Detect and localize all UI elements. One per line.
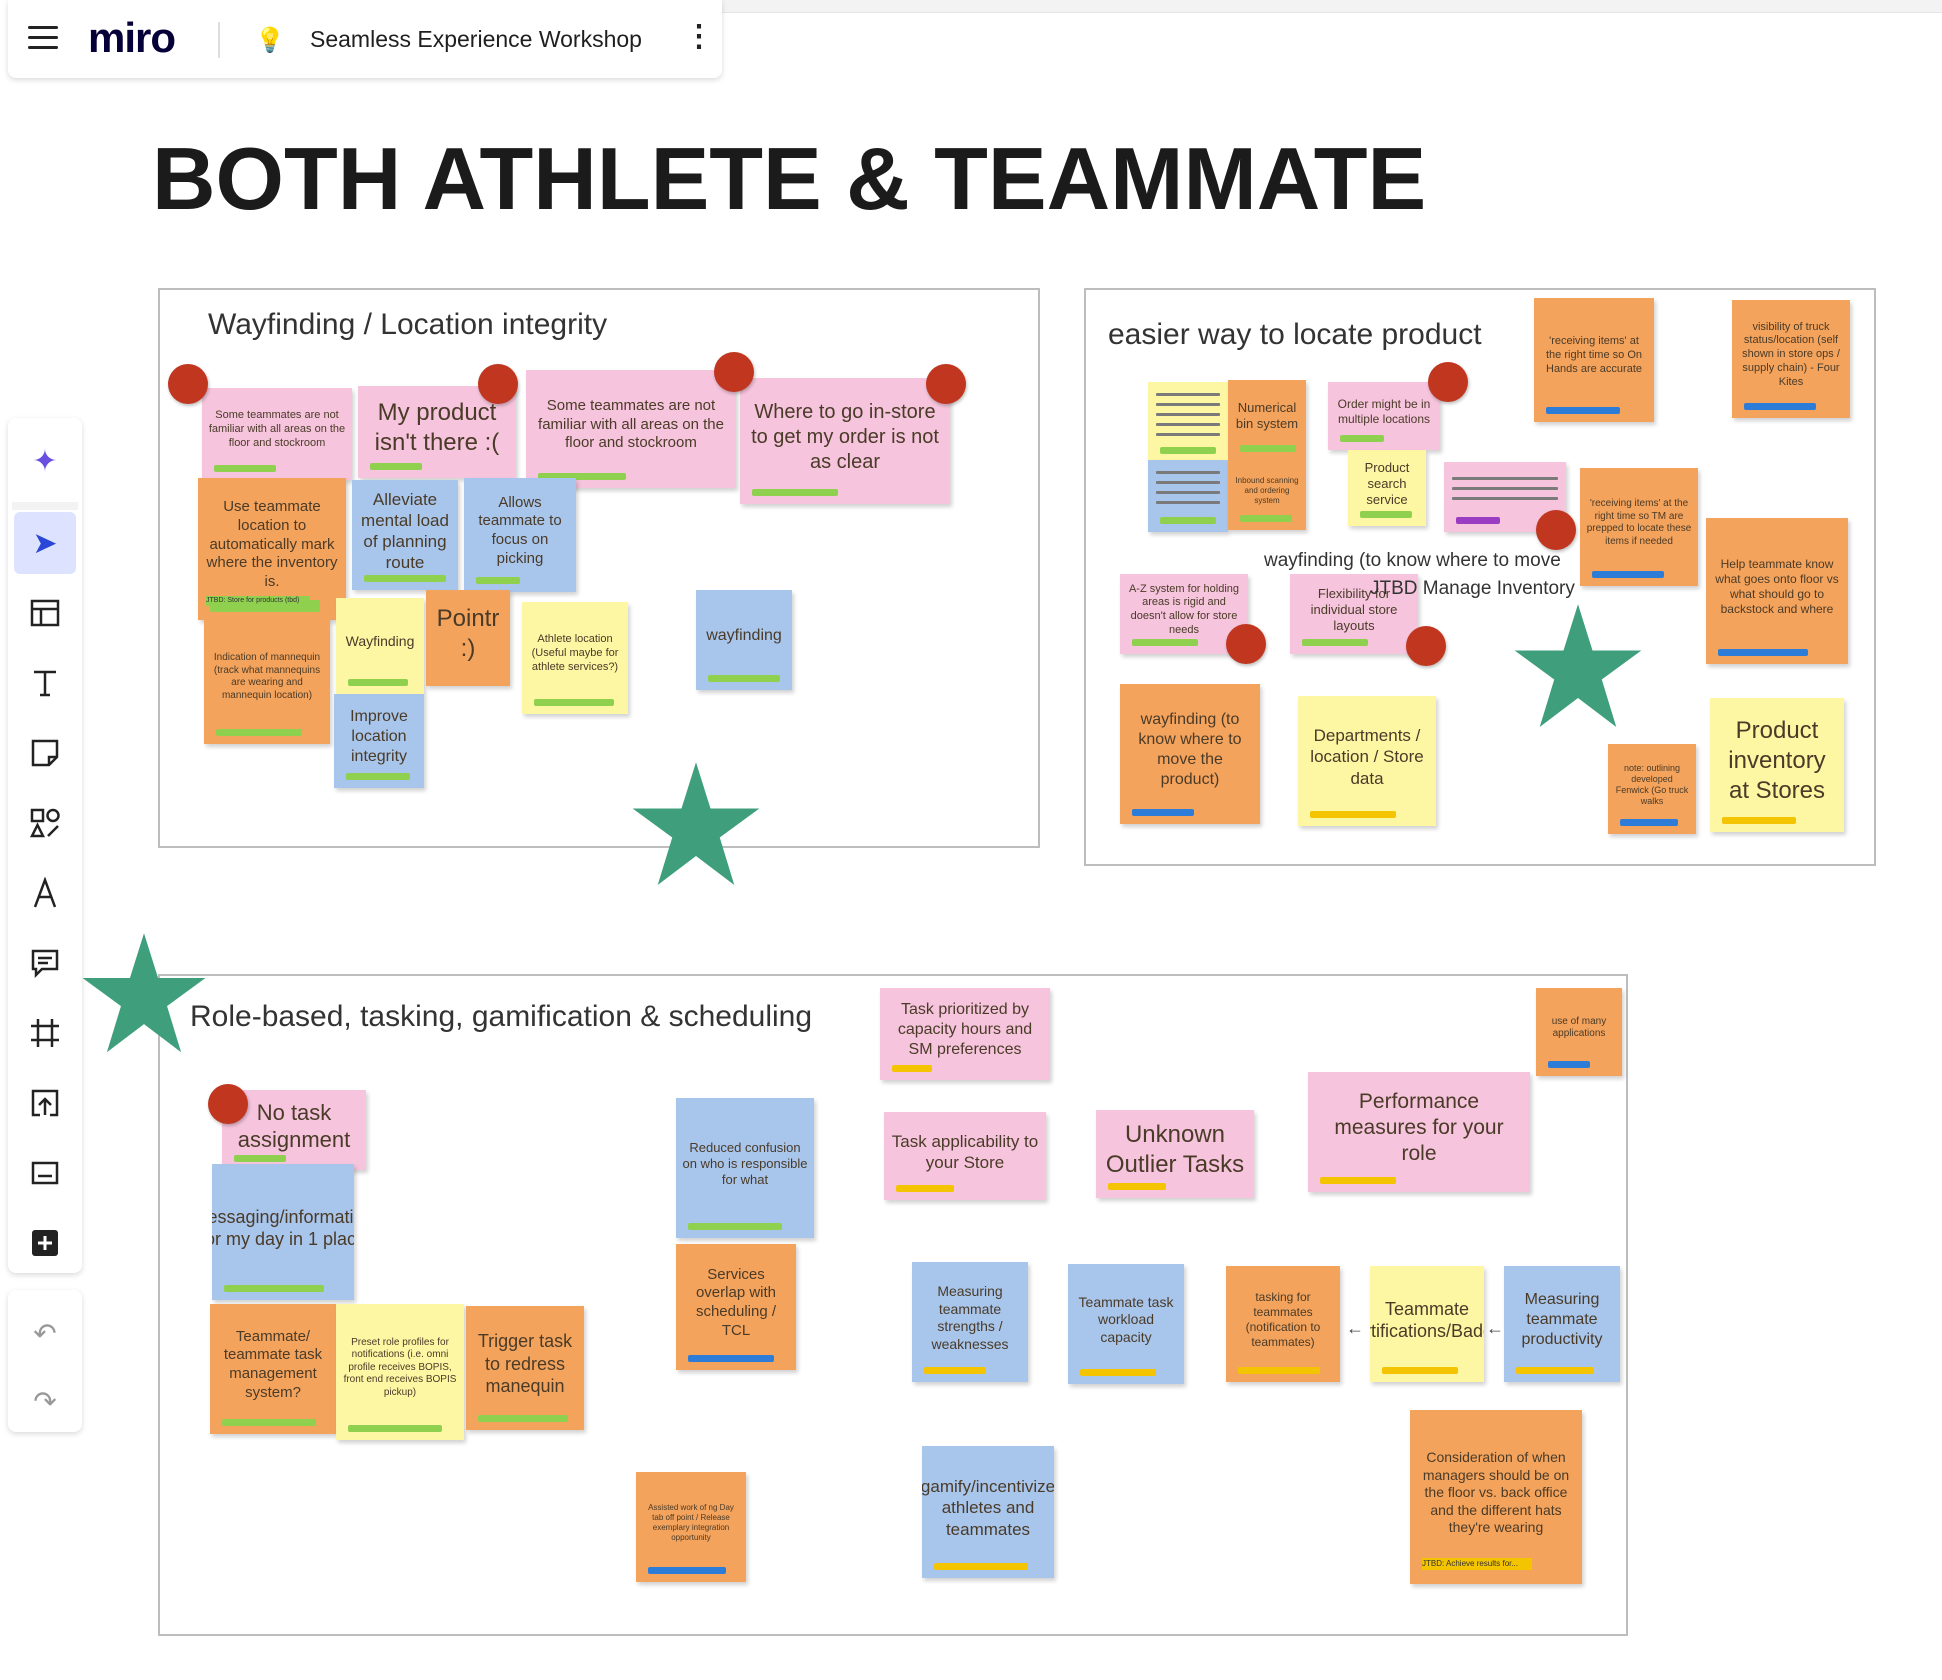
frame-title-wayfinding: Wayfinding / Location integrity bbox=[208, 308, 608, 341]
frame-title-role-based: Role-based, tasking, gamification & sche… bbox=[190, 1000, 813, 1033]
sticky-note-icon[interactable] bbox=[14, 722, 76, 784]
redo-icon[interactable]: ↷ bbox=[33, 1385, 57, 1417]
sticky-note[interactable]: use of many applications bbox=[1536, 988, 1622, 1076]
sticky-note[interactable]: Unknown Outlier Tasks bbox=[1096, 1110, 1254, 1198]
menu-icon[interactable] bbox=[28, 26, 58, 50]
sticky-note[interactable]: gamify/incentivize athletes and teammate… bbox=[922, 1446, 1054, 1578]
vote-dot[interactable] bbox=[1428, 362, 1468, 402]
miro-logo: miro bbox=[88, 14, 176, 61]
ai-sparkle-icon[interactable]: ✦ bbox=[32, 444, 58, 478]
annotation-label: JTBD Manage Inventory bbox=[1370, 578, 1575, 599]
sticky-note[interactable]: Departments / location / Store data bbox=[1298, 696, 1436, 826]
sticky-note[interactable]: Inbound scanning and ordering system bbox=[1228, 460, 1306, 530]
sticky-note[interactable]: Alleviate mental load of planning route bbox=[352, 480, 458, 590]
add-icon[interactable] bbox=[14, 1212, 76, 1274]
vote-dot[interactable] bbox=[1536, 510, 1576, 550]
vote-dot[interactable] bbox=[714, 352, 754, 392]
sticky-note[interactable]: Trigger task to redress manequin bbox=[466, 1306, 584, 1430]
comment-icon[interactable] bbox=[14, 932, 76, 994]
jtbd-tag: JTBD: Store for products (tbd) bbox=[206, 596, 310, 606]
sticky-note[interactable]: Messaging/information for my day in 1 pl… bbox=[212, 1164, 354, 1300]
star-icon[interactable] bbox=[80, 932, 208, 1056]
sticky-note[interactable]: 'receiving items' at the right time so O… bbox=[1534, 298, 1654, 422]
pen-icon[interactable] bbox=[14, 862, 76, 924]
frame-icon[interactable] bbox=[14, 1002, 76, 1064]
sticky-note[interactable]: Order might be in multiple locations bbox=[1328, 382, 1440, 450]
sticky-note[interactable]: tasking for teammates (notification to t… bbox=[1226, 1266, 1340, 1382]
sticky-note[interactable]: Task prioritized by capacity hours and S… bbox=[880, 988, 1050, 1080]
sticky-note[interactable]: Athlete location (Useful maybe for athle… bbox=[522, 602, 628, 714]
history-toolbar: ↶ ↷ bbox=[8, 1290, 82, 1432]
sticky-note[interactable]: Some teammates are not familiar with all… bbox=[526, 370, 736, 488]
board-heading: BOTH ATHLETE & TEAMMATE bbox=[152, 129, 1427, 228]
upload-icon[interactable] bbox=[14, 1072, 76, 1134]
vote-dot[interactable] bbox=[478, 364, 518, 404]
undo-icon[interactable]: ↶ bbox=[33, 1317, 57, 1349]
sticky-note[interactable]: Some teammates are not familiar with all… bbox=[202, 388, 352, 480]
sticky-note[interactable]: Preset role profiles for notifications (… bbox=[336, 1304, 464, 1440]
sticky-note[interactable]: Measuring teammate productivity bbox=[1504, 1266, 1620, 1382]
left-toolbar: ✦ ➤ bbox=[8, 418, 82, 1273]
templates-icon[interactable] bbox=[14, 582, 76, 644]
card-icon[interactable] bbox=[14, 1142, 76, 1204]
sticky-note[interactable]: Product search service bbox=[1348, 450, 1426, 526]
sticky-note[interactable]: Where to go in-store to get my order is … bbox=[740, 378, 950, 504]
vote-dot[interactable] bbox=[208, 1084, 248, 1124]
sticky-note[interactable]: Reduced confusion on who is responsible … bbox=[676, 1098, 814, 1238]
star-icon[interactable] bbox=[630, 762, 762, 888]
select-icon[interactable]: ➤ bbox=[14, 512, 76, 574]
sticky-note[interactable]: Measuring teammate strengths / weaknesse… bbox=[912, 1262, 1028, 1382]
board-title[interactable]: Seamless Experience Workshop bbox=[310, 26, 642, 52]
sticky-note[interactable]: Pointr :) bbox=[426, 590, 510, 686]
sticky-note[interactable]: Task applicability to your Store bbox=[884, 1112, 1046, 1200]
sticky-note[interactable]: Numerical bin system bbox=[1228, 380, 1306, 460]
text-icon[interactable] bbox=[14, 652, 76, 714]
sticky-note[interactable]: wayfinding bbox=[696, 590, 792, 690]
sticky-note[interactable]: Flexibility for individual store layouts bbox=[1290, 574, 1418, 654]
vote-dot[interactable] bbox=[926, 364, 966, 404]
sticky-note[interactable]: 'receiving items' at the right time so T… bbox=[1580, 468, 1698, 586]
sticky-note[interactable]: wayfinding (to know where to move the pr… bbox=[1120, 684, 1260, 824]
more-options-icon[interactable]: ⋮ bbox=[684, 20, 714, 53]
sticky-note[interactable] bbox=[1148, 382, 1228, 462]
header-divider bbox=[218, 22, 220, 58]
arrow-left-icon: ← bbox=[1346, 1318, 1364, 1338]
sticky-note[interactable]: Consideration of when managers should be… bbox=[1410, 1410, 1582, 1584]
vote-dot[interactable] bbox=[1226, 624, 1266, 664]
sticky-note[interactable]: Help teammate know what goes onto floor … bbox=[1706, 518, 1848, 664]
sticky-note[interactable]: Teammate/ teammate task management syste… bbox=[210, 1304, 336, 1434]
sticky-note[interactable]: Teammate Certifications/Badges bbox=[1370, 1266, 1484, 1382]
annotation-label: wayfinding (to know where to move bbox=[1264, 550, 1561, 571]
frame-title-locate-product: easier way to locate product bbox=[1108, 318, 1482, 351]
sticky-note[interactable]: Teammate task workload capacity bbox=[1068, 1264, 1184, 1384]
board-emoji-icon: 💡 bbox=[255, 27, 285, 54]
board-header: miro 💡 Seamless Experience Workshop ⋮ bbox=[8, 0, 722, 78]
star-icon[interactable] bbox=[1512, 604, 1644, 730]
sticky-note[interactable]: note: outlining developed Fenwick (Go tr… bbox=[1608, 744, 1696, 834]
sticky-note[interactable]: Wayfinding bbox=[336, 598, 424, 694]
sticky-note[interactable]: Allows teammate to focus on picking bbox=[464, 478, 576, 592]
shapes-icon[interactable] bbox=[14, 792, 76, 854]
sticky-note[interactable]: Improve location integrity bbox=[334, 694, 424, 788]
canvas-grid-edge bbox=[722, 0, 1942, 13]
sticky-note[interactable]: Product inventory at Stores bbox=[1710, 698, 1844, 832]
sticky-note[interactable]: Indication of mannequin (track what mann… bbox=[204, 618, 330, 744]
sticky-note[interactable]: Assisted work of ng Day tab off point / … bbox=[636, 1472, 746, 1582]
arrow-left-icon: ← bbox=[1486, 1318, 1504, 1338]
sticky-note[interactable]: visibility of truck status/location (sel… bbox=[1732, 300, 1850, 418]
sticky-note[interactable]: Services overlap with scheduling / TCL bbox=[676, 1244, 796, 1370]
vote-dot[interactable] bbox=[1406, 626, 1446, 666]
toolbar-divider bbox=[12, 502, 78, 510]
vote-dot[interactable] bbox=[168, 364, 208, 404]
sticky-note[interactable] bbox=[1148, 460, 1228, 532]
jtbd-tag: JTBD: Achieve results for... bbox=[1422, 1558, 1532, 1570]
sticky-note[interactable]: Performance measures for your role bbox=[1308, 1072, 1530, 1192]
